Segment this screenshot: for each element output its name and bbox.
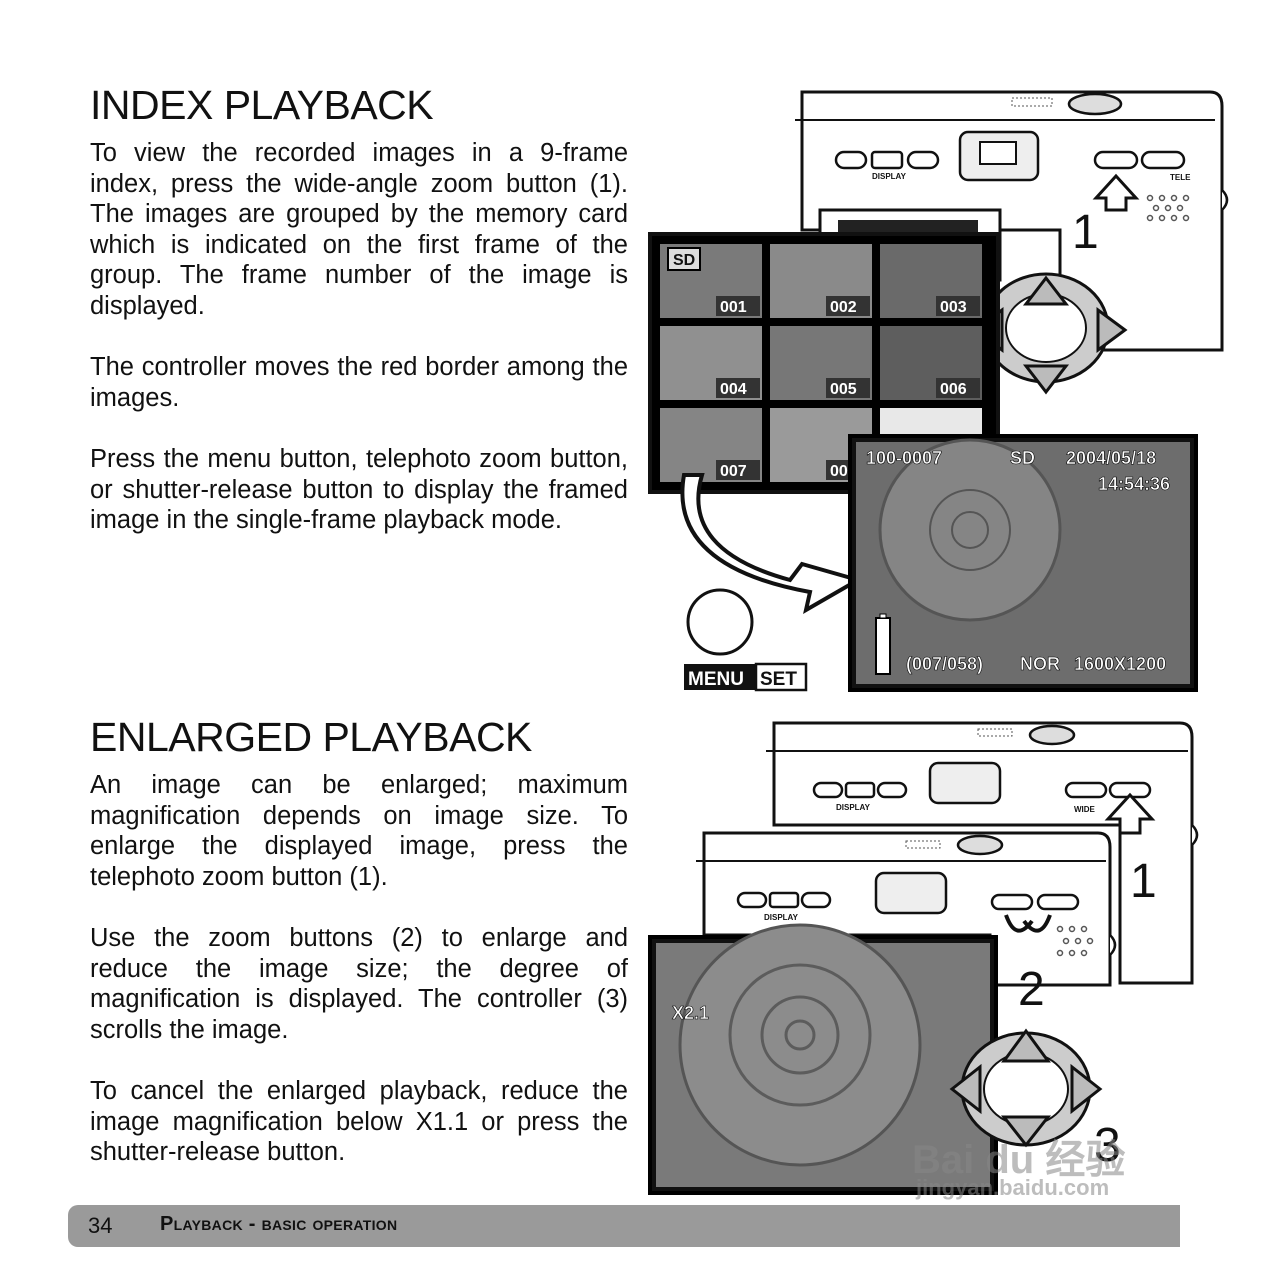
- callout-2: 2: [1018, 963, 1045, 1016]
- page-footer: 34 Playback - basic operation: [68, 1205, 1180, 1247]
- curved-arrow-icon: [680, 473, 864, 615]
- frame-count: (007/058): [906, 654, 983, 674]
- battery-icon: [875, 617, 891, 675]
- up-arrow-icon: [1092, 173, 1140, 212]
- callout-3: 3: [1094, 1119, 1121, 1172]
- tele-zoom-button[interactable]: [1140, 150, 1186, 170]
- controller-right-icon-enlarged: [1070, 1063, 1103, 1115]
- frame-number-label: 006: [940, 381, 967, 398]
- time-display: 14:54:36: [1098, 474, 1170, 494]
- zoom-rocker-arrows-icon: [1004, 914, 1052, 933]
- index-card-label: SD: [673, 252, 695, 269]
- enlarged-image-screen: X2.1: [648, 923, 998, 1195]
- file-number: 100-0007: [866, 448, 942, 468]
- menu-set-button[interactable]: MENU SET: [684, 588, 808, 692]
- controller-right-icon: [1096, 307, 1128, 353]
- enlarged-playback-illustration: DISPLAY WIDE 1 DISPLAY 2: [648, 721, 1199, 1200]
- wide-zoom-button-back[interactable]: [1064, 781, 1108, 799]
- watermark-url: jingyan.baidu.com: [915, 1175, 1109, 1200]
- display-label: DISPLAY: [872, 172, 907, 181]
- baidu-watermark: Bai du 经验 jingyan.baidu.com: [912, 1138, 1125, 1200]
- set-label: SET: [760, 669, 797, 690]
- callout-1-enlarged: 1: [1130, 855, 1157, 908]
- up-arrow-icon-back: [1104, 792, 1156, 835]
- tele-zoom-button-front[interactable]: [1036, 893, 1080, 911]
- tele-label: TELE: [1170, 173, 1191, 182]
- index-playback-heading: INDEX PLAYBACK: [90, 82, 434, 128]
- wide-zoom-button-front[interactable]: [990, 893, 1034, 911]
- frame-number-label: 003: [940, 299, 967, 316]
- quality-display: NOR: [1020, 654, 1060, 674]
- controller-up-icon: [1022, 275, 1070, 306]
- enlarged-paragraph-2: Use the zoom buttons (2) to enlarge and …: [90, 924, 628, 1044]
- enlarged-playback-heading: ENLARGED PLAYBACK: [90, 714, 532, 760]
- single-frame-screen: 100-0007 SD 2004/05/18 14:54:36 (007/058…: [848, 434, 1198, 692]
- controller-dial-enlarged[interactable]: 3: [949, 1028, 1121, 1172]
- index-paragraph-1: To view the recorded images in a 9-frame…: [90, 139, 628, 320]
- date-display: 2004/05/18: [1066, 448, 1156, 468]
- frame-number-label: 005: [830, 381, 857, 398]
- index-paragraph-3: Press the menu button, telephoto zoom bu…: [90, 445, 628, 534]
- controller-down-icon: [1022, 364, 1070, 395]
- index-paragraph-2: The controller moves the red border amon…: [90, 353, 628, 412]
- image-size-display: 1600X1200: [1074, 654, 1166, 674]
- enlarged-paragraph-3: To cancel the enlarged playback, reduce …: [90, 1077, 628, 1166]
- frame-number-label: 002: [830, 299, 857, 316]
- menu-label: MENU: [688, 669, 744, 690]
- frame-number-label: 004: [720, 381, 747, 398]
- footer-section-title: Playback - basic operation: [160, 1213, 398, 1235]
- display-label-front: DISPLAY: [764, 913, 799, 922]
- display-label-back: DISPLAY: [836, 803, 871, 812]
- single-card-label: SD: [1010, 448, 1035, 468]
- enlarged-paragraph-1: An image can be enlarged; maximum magnif…: [90, 771, 628, 891]
- frame-number-label: 007: [720, 463, 747, 480]
- camera-back: DISPLAY WIDE 1: [766, 721, 1199, 985]
- frame-number-label: 001: [720, 299, 747, 316]
- wide-zoom-button[interactable]: [1093, 150, 1139, 170]
- magnification-display: X2.1: [672, 1003, 709, 1023]
- controller-left-icon-enlarged: [949, 1063, 982, 1115]
- controller-down-icon-enlarged: [1000, 1115, 1052, 1148]
- watermark-logo: Bai du 经验: [912, 1138, 1125, 1182]
- page-number: 34: [88, 1213, 113, 1238]
- controller-up-icon-enlarged: [1001, 1028, 1051, 1063]
- callout-1: 1: [1072, 206, 1099, 259]
- wide-label: WIDE: [1074, 805, 1096, 814]
